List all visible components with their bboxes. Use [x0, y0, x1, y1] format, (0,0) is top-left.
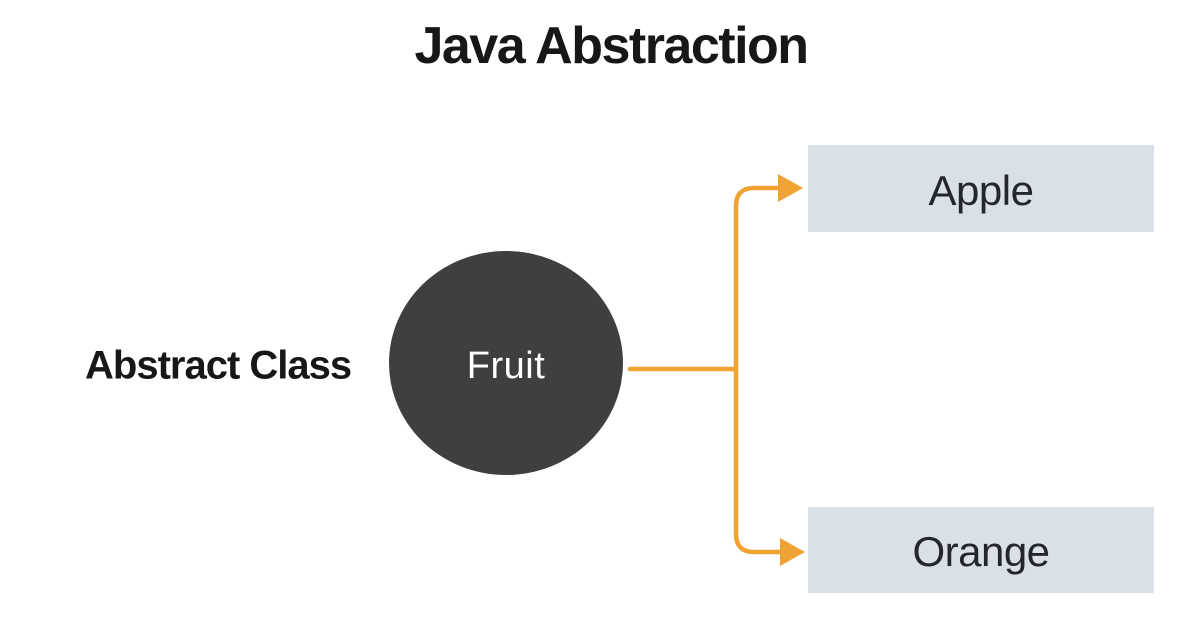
orange-node: Orange — [808, 507, 1154, 593]
arrow-line-to-apple — [733, 185, 782, 372]
orange-node-label: Orange — [912, 528, 1050, 575]
fruit-node: Fruit — [389, 251, 623, 475]
arrowhead-orange-icon — [780, 538, 805, 566]
diagram-title: Java Abstraction — [414, 17, 809, 75]
arrowhead-apple-icon — [778, 174, 803, 202]
apple-node-label: Apple — [928, 166, 1034, 214]
arrow-line-to-orange — [733, 366, 784, 555]
fruit-node-label: Fruit — [466, 344, 546, 387]
apple-node: Apple — [808, 145, 1154, 232]
abstract-class-label: Abstract Class — [85, 343, 352, 388]
